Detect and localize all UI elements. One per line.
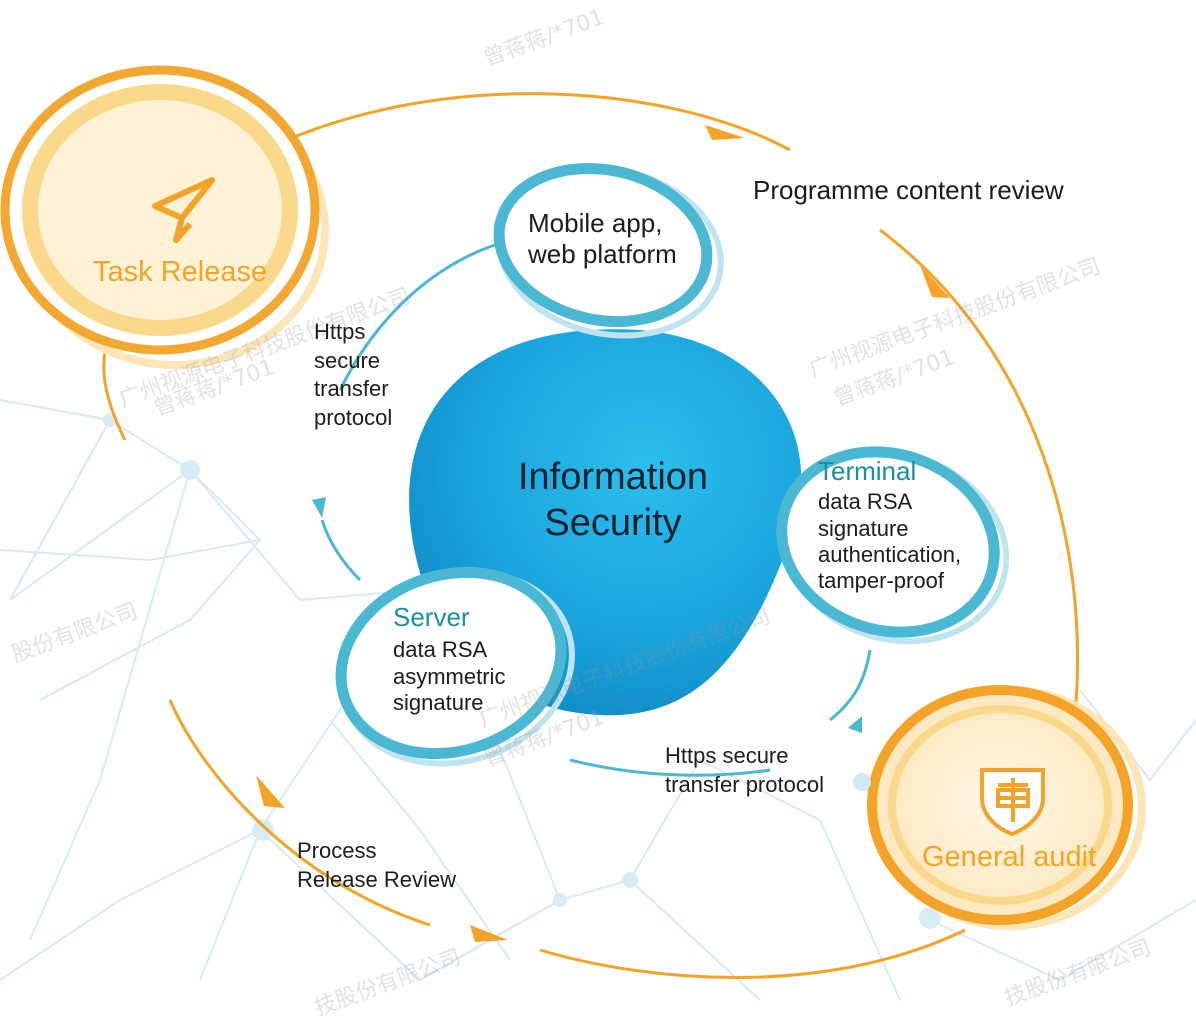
https-left-line: secure (314, 347, 381, 373)
terminal-line: tamper-proof (818, 568, 944, 594)
orange-arrowheads (256, 125, 950, 942)
terminal-line: signature (818, 515, 909, 541)
server-line: signature (393, 689, 484, 715)
server-label: Server data RSA asymmetric signature (393, 602, 505, 716)
orange-flow-loop (102, 92, 1079, 979)
task-release-label: Task Release (93, 256, 268, 288)
shield-audit-icon (980, 768, 1045, 837)
mobile-label: Mobile app, web platform (528, 208, 677, 270)
mobile-node (493, 162, 724, 339)
https-bottom-line: Https secure (665, 743, 789, 768)
server-line: data RSA (393, 637, 488, 663)
terminal-title: Terminal (818, 456, 917, 486)
https-bottom-line: transfer protocol (665, 771, 824, 797)
mobile-label-line1: Mobile app, (528, 208, 663, 238)
https-left-line: Https (314, 319, 366, 344)
center-title-line2: Security (544, 501, 682, 544)
blue-arrowheads (312, 497, 862, 733)
general-audit-label: General audit (922, 841, 1097, 873)
process-review-label: Process Release Review (297, 837, 456, 894)
process-review-line2: Release Review (297, 866, 456, 892)
terminal-node (776, 446, 1010, 645)
server-node (335, 566, 575, 767)
terminal-line: data RSA (818, 489, 913, 515)
center-title: Information Security (478, 455, 748, 546)
https-left-label: Https secure transfer protocol (314, 318, 392, 432)
mobile-label-line2: web platform (528, 239, 677, 270)
terminal-line: authentication, (818, 541, 962, 567)
connector-dot (853, 773, 871, 791)
https-left-line: transfer (314, 376, 389, 402)
server-title: Server (393, 602, 470, 632)
https-bottom-label: Https secure transfer protocol (665, 742, 824, 799)
paper-plane-icon (152, 177, 215, 243)
terminal-label: Terminal data RSA signature authenticati… (818, 456, 961, 595)
blue-flow-loop (320, 238, 872, 777)
background-network (0, 399, 1196, 1001)
process-review-line1: Process (297, 838, 377, 863)
server-line: asymmetric (393, 663, 506, 689)
programme-review-label: Programme content review (753, 175, 1064, 205)
task-release-node (0, 65, 329, 369)
center-title-line1: Information (517, 456, 709, 498)
https-left-line: protocol (314, 404, 393, 430)
